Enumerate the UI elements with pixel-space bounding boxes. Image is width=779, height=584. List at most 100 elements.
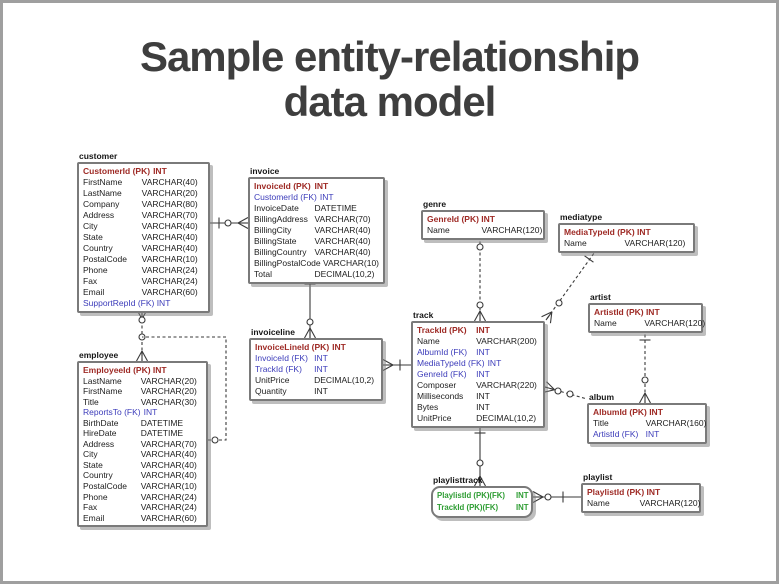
circle-marker: [211, 436, 219, 444]
circle-marker: [224, 219, 232, 227]
field-type: INT: [476, 391, 490, 401]
field-name: City: [83, 449, 98, 460]
field-type: VARCHAR(40): [314, 247, 371, 257]
field-type: INT: [516, 491, 529, 500]
field-type: VARCHAR(40): [314, 225, 371, 235]
field-row: CustomerId (FK)INT: [250, 192, 383, 203]
crow-foot-marker: [309, 327, 316, 339]
table-name-album: album: [589, 392, 615, 402]
field-type: VARCHAR(10): [141, 254, 198, 264]
crow-foot-marker: [304, 327, 311, 339]
field-type: VARCHAR(20): [140, 386, 197, 397]
field-name: InvoiceId (PK): [254, 181, 311, 191]
field-type: DATETIME: [140, 417, 184, 428]
field-name: PostalCode: [83, 481, 127, 492]
field-type: VARCHAR(40): [140, 459, 197, 470]
crow-foot-marker: [639, 392, 646, 404]
field-row: MediaTypeId (PK) INT: [560, 227, 693, 238]
field-type: VARCHAR(40): [314, 236, 371, 246]
field-row: Milliseconds INT: [413, 391, 543, 402]
crow-foot-marker: [237, 217, 249, 224]
field-row: ReportsTo (FK)INT: [79, 407, 206, 418]
field-type: DATETIME: [314, 203, 357, 213]
crow-foot-marker: [141, 350, 148, 362]
field-row: MediaTypeId (FK)INT: [413, 358, 543, 369]
table-name-track: track: [413, 310, 434, 320]
field-row: GenreId (PK) INT: [423, 214, 543, 225]
field-row: Quantity INT: [251, 386, 381, 397]
field-type: VARCHAR(40): [141, 243, 198, 253]
field-type: INT: [314, 386, 328, 396]
field-row: TrackId (FK)INT: [251, 364, 381, 375]
field-type: VARCHAR(120): [639, 498, 701, 508]
field-name: Milliseconds: [417, 391, 464, 401]
field-row: SupportRepId (FK) INT: [79, 298, 208, 309]
field-name: HireDate: [83, 428, 117, 439]
field-name: Country: [83, 243, 113, 253]
field-name: EmployeeId (PK) INT: [83, 365, 167, 375]
field-type: VARCHAR(40): [141, 177, 198, 187]
field-name: FirstName: [83, 386, 123, 397]
field-type: VARCHAR(160): [645, 418, 707, 428]
field-row: AlbumId (PK) INT: [589, 407, 705, 418]
field-name: GenreId (PK) INT: [427, 214, 496, 224]
field-name: UnitPrice: [255, 375, 290, 385]
field-name: MediaTypeId (FK): [417, 358, 485, 368]
field-name: Address: [83, 438, 115, 449]
field-name: City: [83, 221, 98, 231]
table-name-artist: artist: [590, 292, 611, 302]
field-row: ArtistId (PK) INT: [590, 307, 701, 318]
circle-marker: [476, 301, 484, 309]
field-type: INT: [487, 358, 502, 368]
table-name-playlisttrack: playlisttrack: [433, 475, 483, 485]
field-type: VARCHAR(120): [624, 238, 686, 248]
field-type: DECIMAL(10,2): [476, 413, 537, 423]
field-type: VARCHAR(60): [141, 287, 198, 297]
field-name: InvoiceDate: [254, 203, 299, 213]
field-type: VARCHAR(40): [140, 449, 197, 460]
field-name: Quantity: [255, 386, 287, 396]
field-row: InvoiceLineId (PK)INT: [251, 342, 381, 353]
field-type: INT: [314, 364, 328, 374]
field-name: ArtistId (PK) INT: [594, 307, 660, 317]
field-name: LastName: [83, 375, 122, 386]
field-type: INT: [314, 353, 328, 363]
field-type: INT: [332, 342, 346, 352]
table-name-employee: employee: [79, 350, 119, 360]
crow-foot-marker: [549, 311, 553, 324]
field-name: CustomerId (FK): [254, 192, 317, 202]
circle-marker: [554, 387, 562, 395]
field-name: Phone: [83, 491, 108, 502]
field-type: VARCHAR(200): [476, 336, 537, 346]
field-type: VARCHAR(220): [476, 380, 537, 390]
field-name: Fax: [83, 502, 98, 513]
